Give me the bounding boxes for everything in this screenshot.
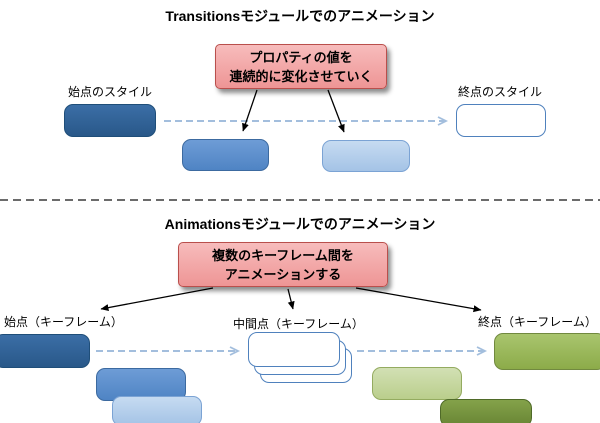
start-keyframe-box [0,334,90,368]
middle-keyframe-label: 中間点（キーフレーム） [233,317,364,331]
transitions-callout: プロパティの値を 連続的に変化させていく [215,44,387,89]
animations-callout-arrow-start [100,287,214,312]
animation-step-blue-2 [112,396,202,423]
end-keyframe-label: 終点（キーフレーム） [478,315,597,329]
end-style-box [456,104,546,137]
animation-step-green-1 [372,367,462,400]
transition-intermediate-box-2 [322,140,410,172]
animations-callout-line1: 複数のキーフレーム間を [212,247,354,263]
start-keyframe-label: 始点（キーフレーム） [4,315,123,329]
start-style-box [64,104,156,137]
transitions-callout-line2: 連続的に変化させていく [229,68,373,84]
animations-callout: 複数のキーフレーム間を アニメーションする [178,242,388,287]
end-keyframe-box [494,333,600,370]
transitions-callout-arrow-1 [242,89,258,132]
animations-callout-line2: アニメーションする [224,266,342,282]
animations-callout-arrow-end [355,287,482,313]
end-style-label: 終点のスタイル [458,85,543,99]
transitions-callout-line1: プロパティの値を [249,49,353,65]
animation-step-green-2 [440,399,532,423]
animations-callout-arrow-middle [287,288,295,310]
start-style-label: 始点のスタイル [68,85,153,99]
transition-intermediate-box-1 [182,139,269,171]
transitions-callout-arrow-2 [327,89,345,133]
animations-title: Animationsモジュールでのアニメーション [164,216,436,232]
middle-keyframe-box [248,332,340,367]
transitions-title: Transitionsモジュールでのアニメーション [165,8,435,24]
